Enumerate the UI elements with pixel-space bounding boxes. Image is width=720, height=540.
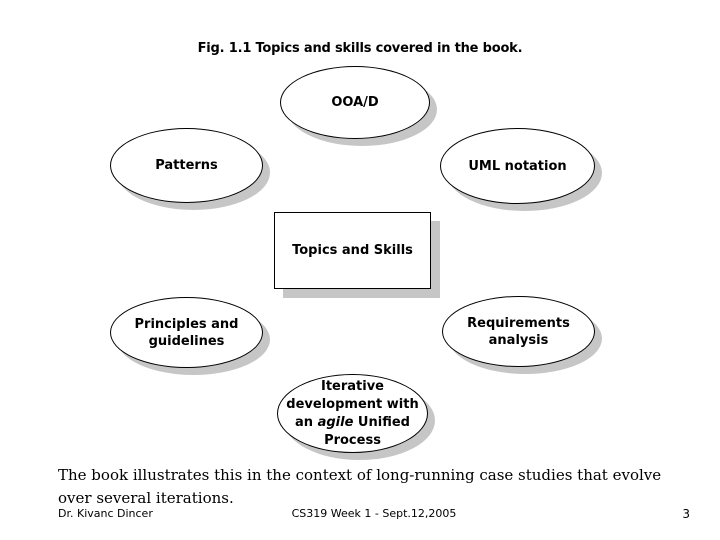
node-patterns: Patterns [110, 128, 263, 203]
label-fragment-agile: agile [317, 414, 354, 430]
node-principles-label: Principles and guidelines [111, 316, 262, 350]
body-text: The book illustrates this in the context… [58, 466, 662, 507]
node-ooad-label: OOA/D [331, 95, 379, 110]
node-principles-and-guidelines: Principles and guidelines [110, 297, 263, 368]
footer-course: CS319 Week 1 - Sept.12,2005 [291, 507, 457, 520]
node-iterative-development: Iterative development with an agile Unif… [277, 374, 428, 453]
label-line: an agile Unified [278, 414, 427, 432]
label-line: Process [324, 432, 381, 448]
footer-author: Dr. Kivanc Dincer [58, 507, 153, 520]
label-line: Iterative [320, 378, 384, 394]
node-ooad: OOA/D [280, 66, 430, 139]
label-line: Requirements [467, 315, 570, 331]
label-line: guidelines [148, 333, 225, 349]
node-topics-and-skills-label: Topics and Skills [292, 243, 413, 258]
slide-title: Fig. 1.1 Topics and skills covered in th… [197, 41, 523, 56]
footer: Dr. Kivanc Dincer CS319 Week 1 - Sept.12… [58, 507, 690, 523]
node-requirements-analysis: Requirements analysis [442, 296, 595, 367]
label-line: Principles and [134, 316, 239, 332]
node-patterns-label: Patterns [155, 158, 218, 173]
label-line: development with [286, 396, 419, 412]
label-fragment: Unified [353, 414, 410, 430]
node-requirements-label: Requirements analysis [443, 315, 594, 349]
footer-page-number: 3 [682, 507, 690, 521]
node-topics-and-skills: Topics and Skills [274, 212, 431, 289]
node-uml-notation-label: UML notation [468, 158, 567, 174]
label-fragment: an [295, 414, 318, 430]
node-iterative-label: Iterative development with an agile Unif… [278, 378, 427, 450]
label-line: analysis [488, 332, 549, 348]
node-uml-notation: UML notation [440, 128, 595, 204]
